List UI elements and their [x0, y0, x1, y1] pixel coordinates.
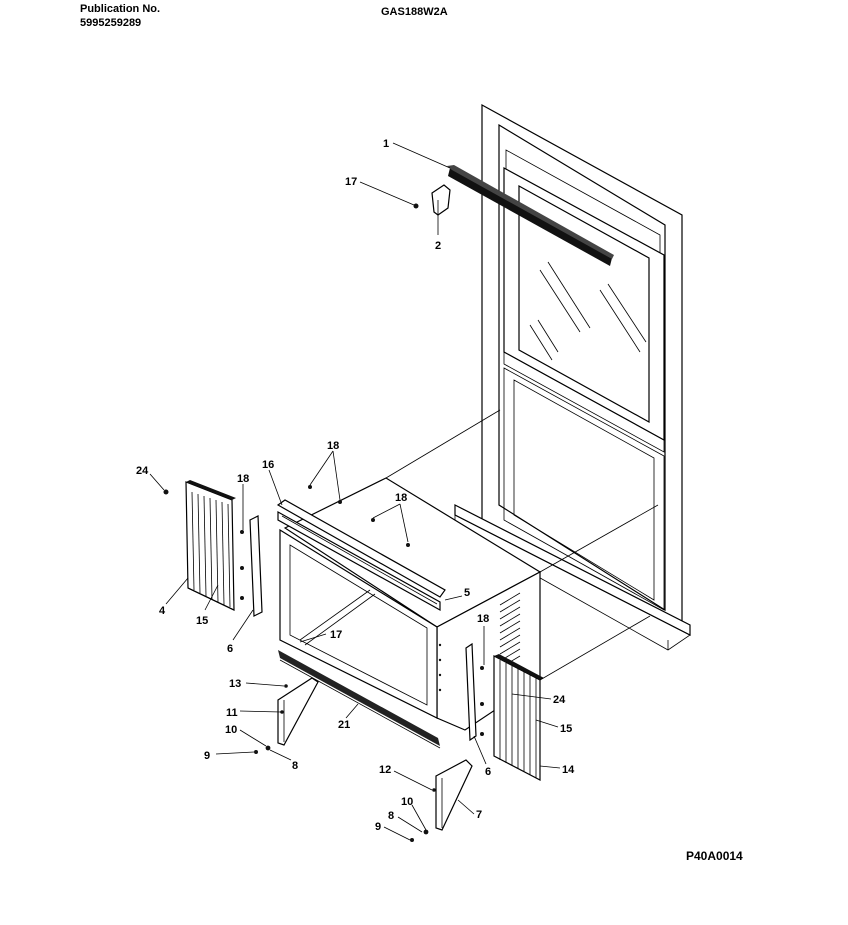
right-side-channel [465, 642, 477, 742]
callout-6: 6 [227, 643, 233, 655]
publication-number: 5995259289 [80, 17, 142, 29]
callout-13: 13 [229, 678, 241, 690]
callout-10: 10 [401, 796, 413, 808]
side-louvers [499, 592, 521, 669]
callout-24: 24 [553, 694, 566, 706]
callout-11: 11 [226, 707, 238, 719]
screw-17-top [413, 203, 419, 209]
callout-5: 5 [464, 587, 470, 599]
publication-label: Publication No. [80, 3, 161, 15]
screw-24-left [163, 489, 169, 495]
callout-7: 7 [476, 809, 482, 821]
callout-17: 17 [330, 629, 342, 641]
callout-24: 24 [136, 465, 149, 477]
callout-18: 18 [395, 492, 407, 504]
callout-15: 15 [560, 723, 572, 735]
callout-2: 2 [435, 240, 441, 252]
callout-16: 16 [262, 459, 274, 471]
callout-12: 12 [379, 764, 391, 776]
callout-8: 8 [388, 810, 394, 822]
callout-18: 18 [237, 473, 249, 485]
callout-21: 21 [338, 719, 350, 731]
callout-1: 1 [383, 138, 389, 150]
sash-bracket [431, 184, 451, 216]
callout-15: 15 [196, 615, 208, 627]
model-number: GAS188W2A [381, 6, 448, 18]
callout-9: 9 [204, 750, 210, 762]
right-support-bracket [435, 759, 473, 831]
callout-labels: 1 17 2 18 16 18 18 24 4 15 6 5 17 18 13 … [136, 138, 575, 833]
callout-14: 14 [562, 764, 575, 776]
right-side-curtain [493, 654, 544, 781]
leader-lines [149, 142, 561, 841]
callout-9: 9 [375, 821, 381, 833]
left-side-curtain [185, 480, 236, 611]
callout-4: 4 [159, 605, 166, 617]
callout-10: 10 [225, 724, 237, 736]
window-frame [454, 103, 691, 651]
left-side-channel [249, 515, 263, 617]
top-channel [276, 499, 446, 612]
callout-18: 18 [327, 440, 339, 452]
left-support-bracket [277, 677, 319, 746]
figure-code: P40A0014 [686, 849, 743, 863]
callout-8: 8 [292, 760, 298, 772]
callout-6: 6 [485, 766, 491, 778]
callout-18: 18 [477, 613, 489, 625]
alignment-lines [385, 409, 659, 681]
top-mounting-rail [447, 165, 614, 266]
callout-17: 17 [345, 176, 357, 188]
bottom-rail [278, 650, 441, 749]
